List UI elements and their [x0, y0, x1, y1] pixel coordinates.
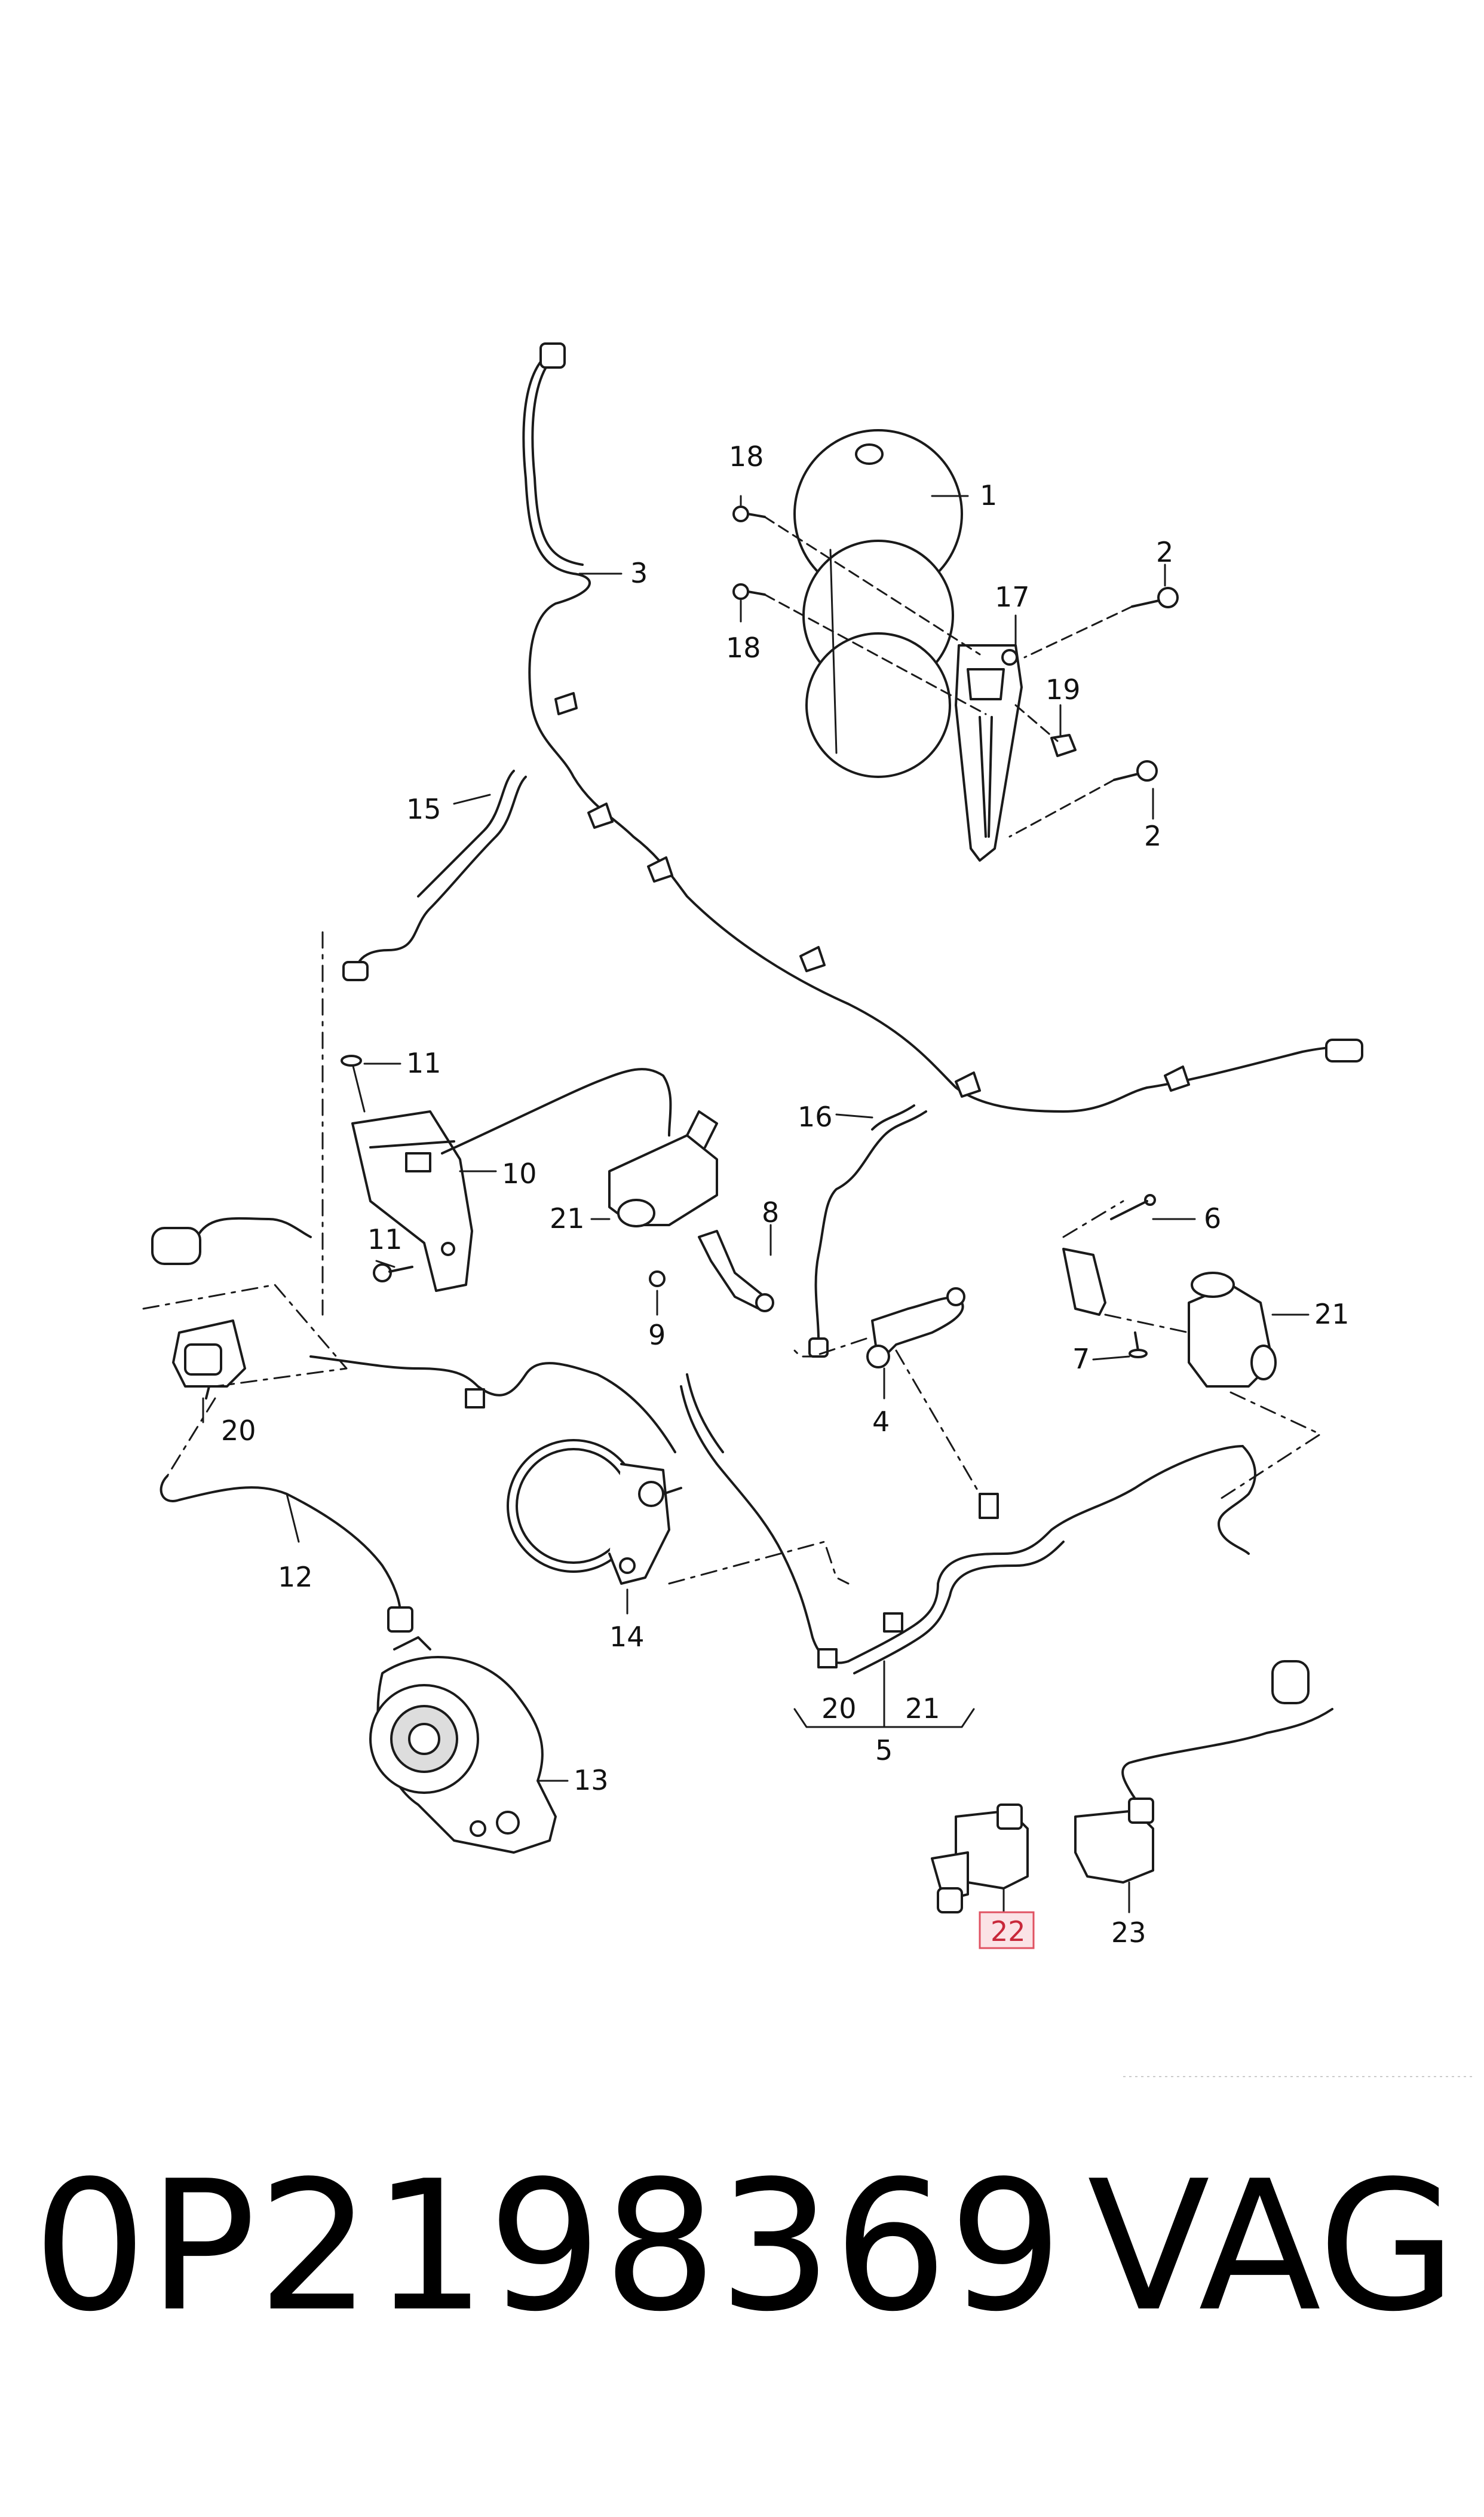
callout-18: 18: [726, 632, 761, 664]
callout-12: 12: [278, 1561, 313, 1593]
callout-21: 21: [1314, 1298, 1350, 1330]
hose-part-12: [160, 1475, 413, 1633]
callout-19: 19: [1045, 673, 1081, 706]
footer: 0P2198369 VAG: [33, 2142, 1457, 2351]
part-number: 0P2198369: [33, 2142, 1064, 2351]
bracket-part-6: [1062, 1194, 1156, 1316]
electrovalve-part-22: [931, 1803, 1029, 1913]
callout-5-sub-21: 21: [905, 1692, 940, 1725]
highlight-box-part-22: [979, 1911, 1035, 1949]
callout-16: 16: [798, 1101, 833, 1133]
callout-9: 9: [648, 1319, 666, 1351]
callout-5-sub-20: 20: [821, 1692, 857, 1725]
bolt-part-18: [732, 506, 766, 600]
callout-22: 22: [991, 1915, 1026, 1948]
callout-11: 11: [367, 1223, 403, 1256]
callout-18: 18: [729, 440, 764, 473]
callout-6: 6: [1204, 1202, 1221, 1235]
hose-part-15: [342, 770, 527, 981]
parts-diagram: 1 2 2 3 4 5 20 21 6 7 8 9 10 11 11 12 13…: [142, 342, 1476, 2077]
bracket-part-17: [955, 644, 1023, 862]
callout-11: 11: [406, 1047, 441, 1079]
callout-14: 14: [609, 1621, 645, 1653]
bolt-part-2: [1113, 587, 1179, 782]
electrovalve-part-20-left: [172, 1319, 246, 1400]
callout-2: 2: [1156, 536, 1173, 568]
callout-13: 13: [574, 1764, 609, 1796]
screw-part-7: [1129, 1331, 1148, 1358]
callout-23: 23: [1111, 1916, 1146, 1949]
brand-name: VAG: [1087, 2142, 1457, 2351]
hose-assembly-part-5: [680, 1373, 1256, 1674]
bracket-part-8: [698, 1230, 774, 1312]
nut-part-9: [649, 1270, 666, 1287]
vacuum-pump-part-13: [369, 1636, 557, 1854]
callout-15: 15: [406, 793, 441, 825]
reservoir-sphere-part-1: [793, 429, 963, 778]
callout-2: 2: [1144, 820, 1161, 852]
callout-21: 21: [550, 1202, 585, 1235]
vacuum-pump-part-14: [507, 1439, 682, 1585]
callout-20: 20: [221, 1414, 256, 1447]
callout-4: 4: [872, 1406, 890, 1438]
electrovalve-part-23: [1074, 1660, 1333, 1884]
callout-5: 5: [875, 1734, 893, 1766]
hose-part-16: [808, 1104, 927, 1358]
callout-17: 17: [995, 581, 1030, 613]
pressure-converter-part-21-upper: [608, 1110, 718, 1227]
connector-part-4: [866, 1287, 965, 1368]
pressure-converter-part-21-right: [1188, 1272, 1277, 1388]
callout-7: 7: [1072, 1343, 1090, 1375]
vacuum-line-part-3: [522, 342, 1363, 1113]
bracket-part-10: [351, 1110, 473, 1292]
callout-3: 3: [630, 557, 648, 589]
callout-8: 8: [762, 1196, 779, 1229]
callout-10: 10: [502, 1158, 537, 1190]
screw-part-11: [341, 1055, 413, 1282]
callout-1: 1: [980, 479, 997, 512]
